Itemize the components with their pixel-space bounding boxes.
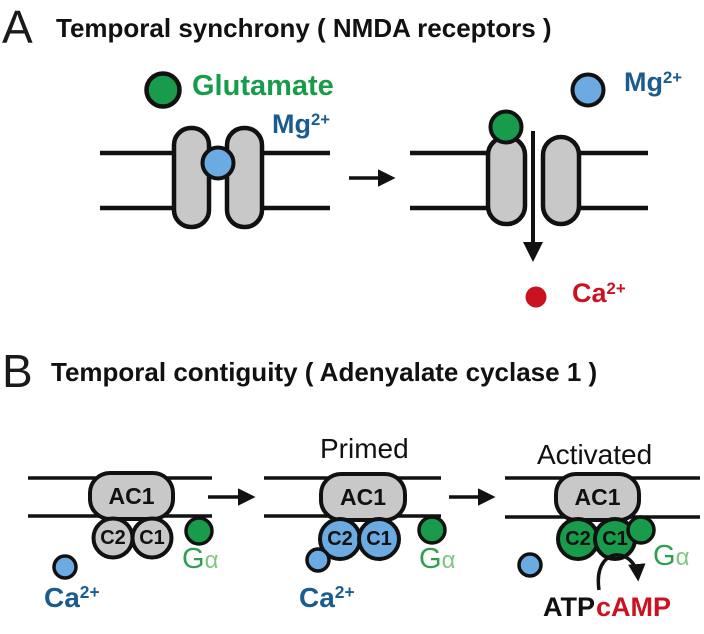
catalysis-arrow — [596, 553, 646, 591]
g-base: G — [419, 543, 442, 575]
g-alpha-circle — [184, 516, 214, 546]
ac1-body — [319, 472, 407, 522]
primed-state-label: Primed — [320, 433, 409, 464]
glutamate-label: Glutamate — [192, 70, 334, 102]
g-base: G — [653, 540, 676, 572]
receptor-subunit-pill — [485, 134, 528, 227]
ac1-label: AC1 — [574, 484, 621, 510]
nmda-closed-receptor — [100, 125, 330, 230]
panel-a-letter: A — [2, 1, 33, 53]
mg-base: Mg — [624, 67, 663, 97]
ac1-activated-complex — [505, 472, 700, 591]
g-base: G — [182, 543, 205, 575]
g-alpha-subscript: α — [441, 547, 456, 574]
ac1-basal-complex — [28, 471, 214, 580]
mg-label-closed: Mg2+ — [272, 109, 330, 140]
mg-label-legend: Mg2+ — [624, 67, 682, 98]
g-alpha-label: Gα — [653, 540, 689, 573]
ca-ion-circle — [525, 286, 547, 308]
glutamate-legend-circle — [144, 71, 182, 109]
mg-ion-circle — [200, 145, 236, 181]
g-alpha-label: Gα — [419, 543, 455, 576]
ac1-label: AC1 — [339, 484, 386, 510]
ca-superscript: 2+ — [606, 278, 626, 298]
panel-a-title: Temporal synchrony ( NMDA receptors ) — [56, 13, 552, 43]
ca-base: Ca — [299, 582, 335, 613]
c1-label: C1 — [139, 527, 165, 549]
receptor-subunit-pill — [540, 134, 582, 227]
c2-label: C2 — [565, 528, 591, 550]
ca-superscript: 2+ — [334, 582, 355, 603]
activated-state-label: Activated — [537, 439, 653, 470]
mg-superscript: 2+ — [662, 67, 683, 87]
ac1-label: AC1 — [108, 483, 155, 509]
ca-ion-circle — [517, 552, 543, 578]
nmda-open-receptor — [410, 109, 648, 262]
ac1-body — [88, 471, 175, 521]
c2-label: C2 — [327, 528, 353, 550]
mg-superscript: 2+ — [310, 109, 331, 129]
ca-superscript: 2+ — [79, 582, 100, 603]
panel-b-title: Temporal contiguity ( Adenyalate cyclase… — [51, 357, 598, 387]
ca-ion-circle — [52, 554, 78, 580]
ac1-body — [554, 472, 641, 522]
ca-base: Ca — [572, 278, 607, 308]
atp-label: ATP — [543, 592, 595, 622]
c1-domain-circle — [130, 516, 174, 560]
ca-label-primed: Ca2+ — [299, 582, 355, 614]
glutamate-circle — [488, 109, 524, 145]
ca-label-influx: Ca2+ — [572, 278, 626, 309]
c2-label: C2 — [100, 527, 126, 549]
c1-domain-circle — [357, 517, 401, 561]
g-alpha-subscript: α — [204, 547, 219, 574]
c1-label: C1 — [602, 528, 628, 550]
g-alpha-circle — [626, 515, 656, 545]
c1-label: C1 — [366, 528, 392, 550]
mg-base: Mg — [272, 109, 311, 139]
g-alpha-label: Gα — [182, 543, 218, 576]
ac1-primed-complex — [264, 472, 447, 573]
panel-b-letter: B — [2, 345, 33, 397]
g-alpha-subscript: α — [675, 544, 690, 571]
ca-base: Ca — [44, 582, 80, 613]
ca-ion-circle — [305, 547, 331, 573]
ca-label-basal: Ca2+ — [44, 582, 100, 614]
mg-ion-circle — [570, 72, 606, 108]
camp-label: cAMP — [596, 592, 672, 622]
receptor-subunit-pill — [171, 125, 212, 230]
receptor-subunit-pill — [224, 125, 265, 230]
g-alpha-circle — [417, 515, 447, 545]
